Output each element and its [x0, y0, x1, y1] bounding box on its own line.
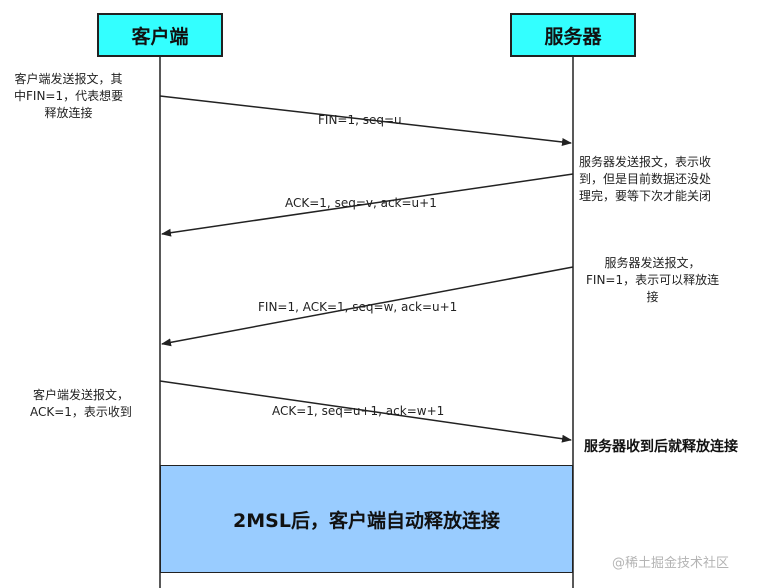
message-label-ack: ACK=1, seq=v, ack=u+1: [285, 196, 437, 210]
client-wait-band: 2MSL后，客户端自动释放连接: [160, 465, 573, 573]
note-line: ACK=1，表示收到: [30, 405, 132, 419]
client-release-label: 2MSL后，客户端自动释放连接: [233, 509, 500, 532]
arrow-ack-server-to-client: [161, 173, 574, 237]
server-release-label: 服务器收到后就释放连接: [584, 439, 738, 455]
server-fin-note: 服务器发送报文， FIN=1，表示可以释放连 接: [586, 255, 719, 306]
note-line: 客户端发送报文，其: [14, 72, 123, 86]
server-actor-label: 服务器: [544, 25, 602, 48]
message-label-fin: FIN=1, seq=u: [318, 113, 402, 127]
note-line: 客户端发送报文，: [32, 388, 129, 402]
client-actor-box: 客户端: [97, 13, 223, 57]
note-line: FIN=1，表示可以释放连: [586, 273, 720, 287]
arrow-fin-client-to-server: [159, 95, 572, 146]
message-label-fin-ack: FIN=1, ACK=1, seq=w, ack=u+1: [258, 300, 458, 314]
client-ack-note: 客户端发送报文， ACK=1，表示收到: [30, 387, 132, 421]
arrow-ack-client-to-server: [159, 380, 572, 443]
note-line: 服务器发送报文，: [604, 256, 701, 270]
note-line: 接: [646, 290, 659, 304]
note-line: 中FIN=1，代表想要: [14, 89, 124, 103]
note-line: 到，但是目前数据还没处: [579, 172, 712, 186]
client-actor-label: 客户端: [131, 25, 189, 48]
arrow-fin-ack-server-to-client: [161, 266, 574, 347]
note-line: 服务器发送报文，表示收: [579, 155, 712, 169]
watermark: @稀土掘金技术社区: [612, 556, 730, 571]
note-line: 释放连接: [44, 106, 93, 120]
message-label-final-ack: ACK=1, seq=u+1, ack=w+1: [272, 404, 445, 418]
server-ack-note: 服务器发送报文，表示收 到，但是目前数据还没处 理完，要等下次才能关闭: [579, 154, 711, 205]
note-line: 理完，要等下次才能关闭: [579, 189, 712, 203]
client-fin-note: 客户端发送报文，其 中FIN=1，代表想要 释放连接: [14, 71, 123, 122]
server-actor-box: 服务器: [510, 13, 636, 57]
